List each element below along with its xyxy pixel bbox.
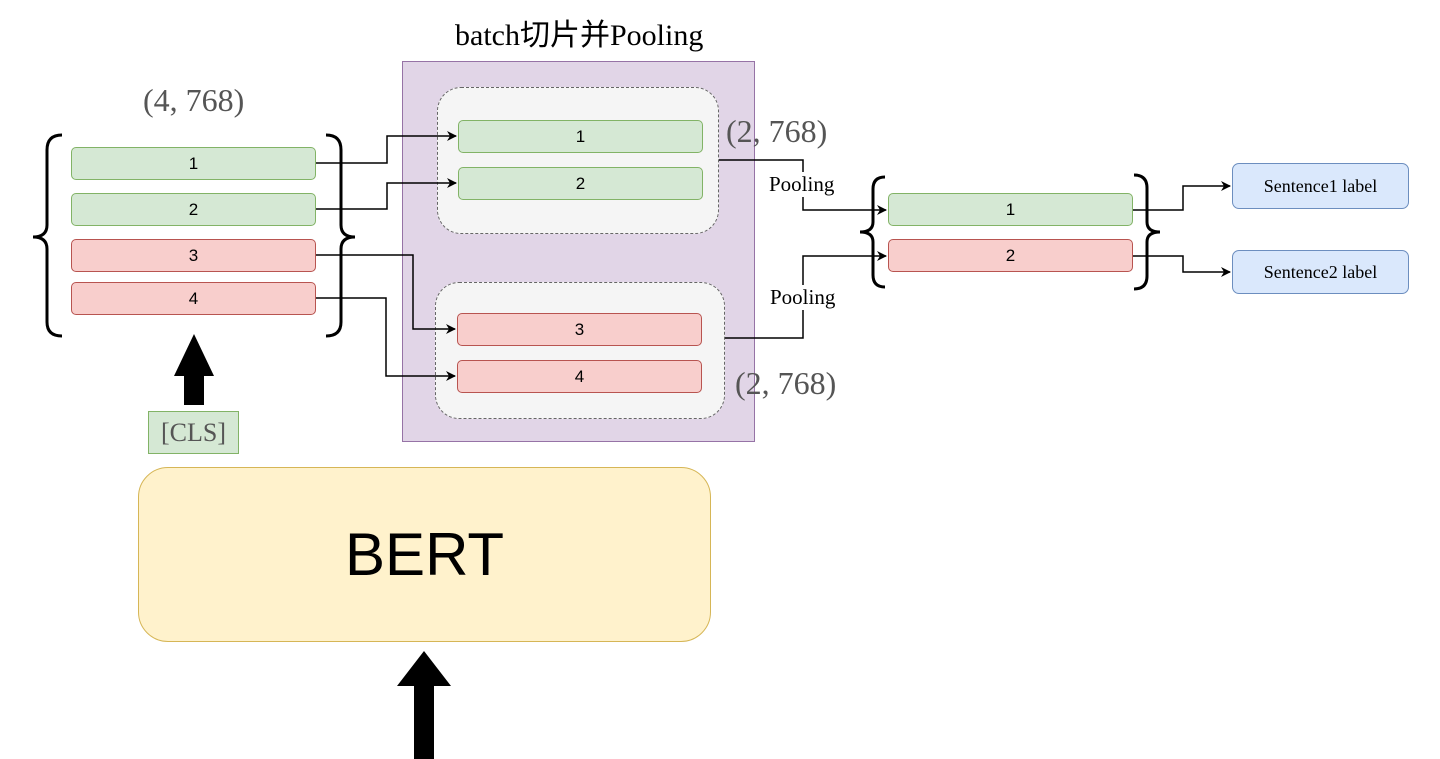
pooled-row-label: 2 (1005, 245, 1016, 265)
cls-token-box: [CLS] (148, 411, 239, 454)
slice2-row-4: 4 (457, 360, 702, 393)
input-row-2: 2 (71, 193, 316, 226)
bert-label: BERT (345, 521, 504, 588)
pooled-row-label: 1 (1005, 199, 1016, 219)
slice1-row-2: 2 (458, 167, 703, 200)
slice-row-label: 2 (575, 173, 586, 193)
slice2-shape-label: (2, 768) (735, 365, 837, 401)
output-label: Sentence1 label (1263, 175, 1378, 196)
slice1-row-1: 1 (458, 120, 703, 153)
pooling-label-1: Pooling (767, 172, 837, 197)
slice-row-label: 4 (574, 366, 585, 386)
slice-row-label: 3 (574, 319, 585, 339)
pooling-label-2: Pooling (768, 285, 838, 310)
slice-row-label: 1 (575, 126, 586, 146)
input-row-3: 3 (71, 239, 316, 272)
slice2-row-3: 3 (457, 313, 702, 346)
cls-token-label: [CLS] (161, 417, 226, 447)
sentence1-label-box: Sentence1 label (1232, 163, 1409, 209)
input-shape-label: (4, 768) (143, 82, 245, 118)
bert-input-arrow-icon (397, 651, 451, 759)
output-label: Sentence2 label (1263, 261, 1378, 282)
input-right-brace (325, 133, 356, 338)
input-row-label: 2 (188, 199, 199, 219)
input-row-label: 1 (188, 153, 199, 173)
slice-group-2 (435, 282, 725, 419)
sentence2-label-box: Sentence2 label (1232, 250, 1409, 294)
slice1-shape-label: (2, 768) (726, 113, 828, 149)
pooled-row-2: 2 (888, 239, 1133, 272)
input-row-label: 3 (188, 245, 199, 265)
pooled-right-brace (1133, 173, 1161, 291)
pooled-left-brace (859, 175, 886, 289)
connector-pooled1-label (1133, 181, 1231, 211)
slice-group-1 (437, 87, 719, 234)
input-left-brace (32, 133, 63, 338)
bert-model-box: BERT (138, 467, 711, 642)
connector-pooled2-label (1133, 255, 1231, 277)
input-row-1: 1 (71, 147, 316, 180)
diagram-title: batch切片并Pooling (455, 19, 704, 52)
cls-up-arrow-icon (174, 334, 214, 405)
pooled-row-1: 1 (888, 193, 1133, 226)
input-row-label: 4 (188, 288, 199, 308)
input-row-4: 4 (71, 282, 316, 315)
